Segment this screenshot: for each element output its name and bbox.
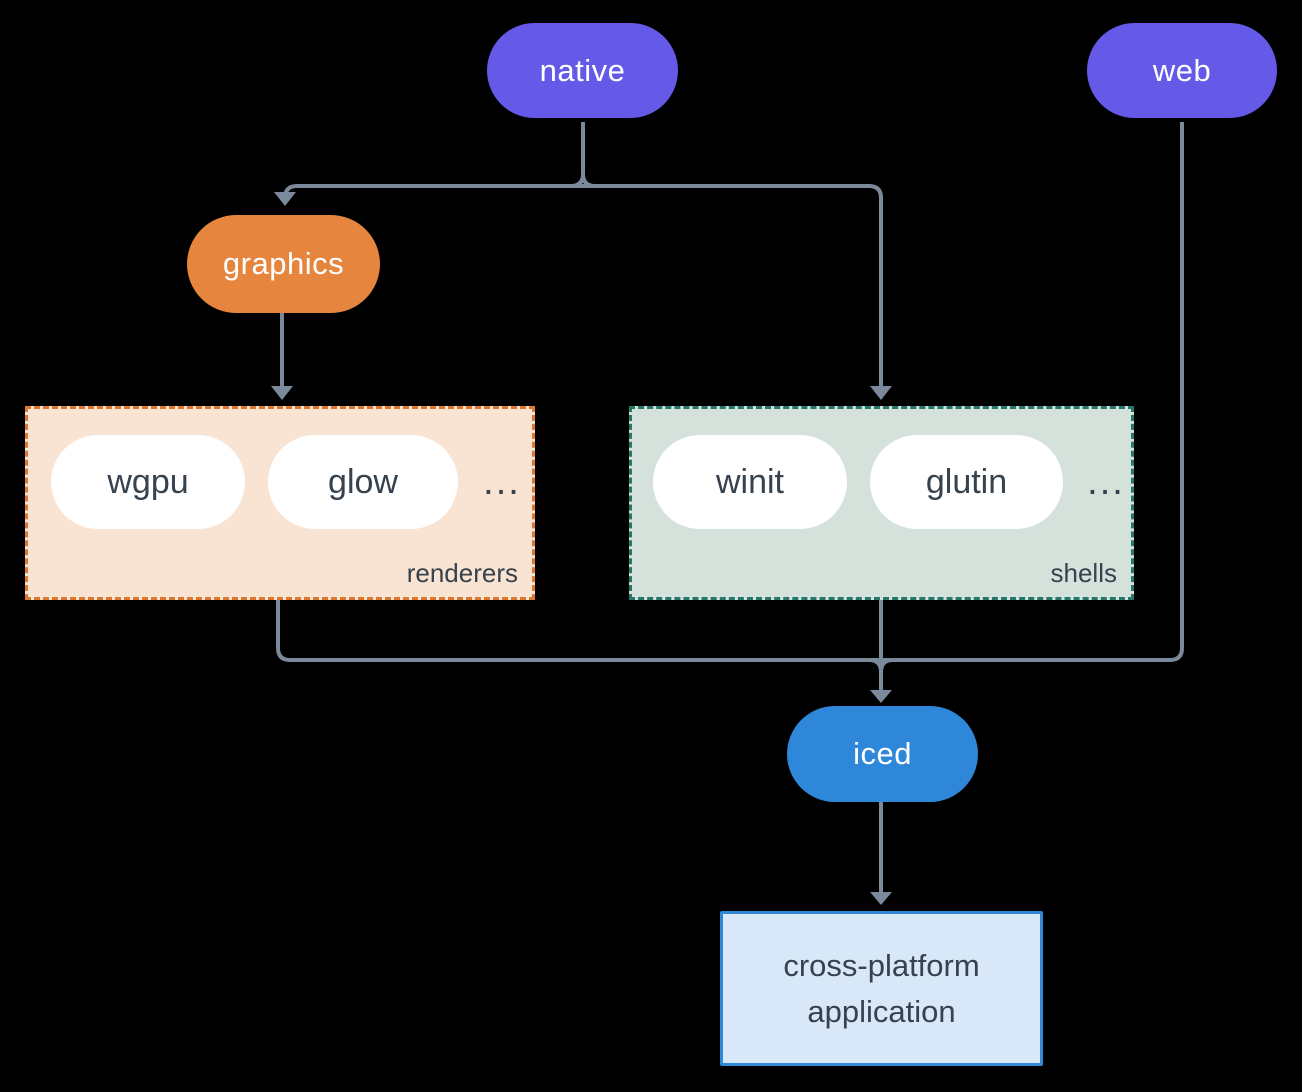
- arrowhead-into-application: [870, 892, 892, 905]
- node-glutin: glutin: [870, 435, 1063, 529]
- renderers-ellipsis: ...: [483, 460, 521, 503]
- node-native: native: [487, 23, 678, 118]
- arrowhead-into-graphics: [274, 192, 296, 206]
- node-glow: glow: [268, 435, 458, 529]
- node-web-label: web: [1152, 52, 1212, 88]
- connector-native-split-fillet-right: [581, 168, 596, 188]
- node-glow-label: glow: [328, 462, 398, 501]
- group-shells: winit glutin ... shells: [629, 406, 1134, 600]
- node-wgpu: wgpu: [51, 435, 245, 529]
- group-shells-label: shells: [1050, 558, 1117, 588]
- application-label-line-1: cross-platform: [783, 947, 980, 983]
- connector-split-rail: [283, 184, 883, 386]
- node-glutin-label: glutin: [925, 462, 1008, 501]
- arrowhead-into-renderers: [271, 386, 293, 400]
- application-label-line-2: application: [807, 993, 956, 1029]
- node-graphics: graphics: [187, 215, 380, 313]
- arrowhead-into-iced: [870, 690, 892, 703]
- node-web: web: [1087, 23, 1277, 118]
- arrowhead-into-shells: [870, 386, 892, 400]
- group-renderers: wgpu glow ... renderers: [25, 406, 535, 600]
- node-graphics-label: graphics: [222, 246, 345, 281]
- connector-merge-rail: [276, 122, 1184, 662]
- node-iced-label: iced: [853, 736, 912, 771]
- node-wgpu-label: wgpu: [107, 462, 189, 501]
- node-iced: iced: [787, 706, 978, 802]
- node-cross-platform-application: cross-platform application: [720, 911, 1043, 1066]
- shells-ellipsis: ...: [1087, 460, 1125, 503]
- node-winit: winit: [653, 435, 847, 529]
- node-native-label: native: [539, 52, 626, 88]
- node-winit-label: winit: [715, 462, 785, 501]
- group-renderers-label: renderers: [406, 558, 518, 588]
